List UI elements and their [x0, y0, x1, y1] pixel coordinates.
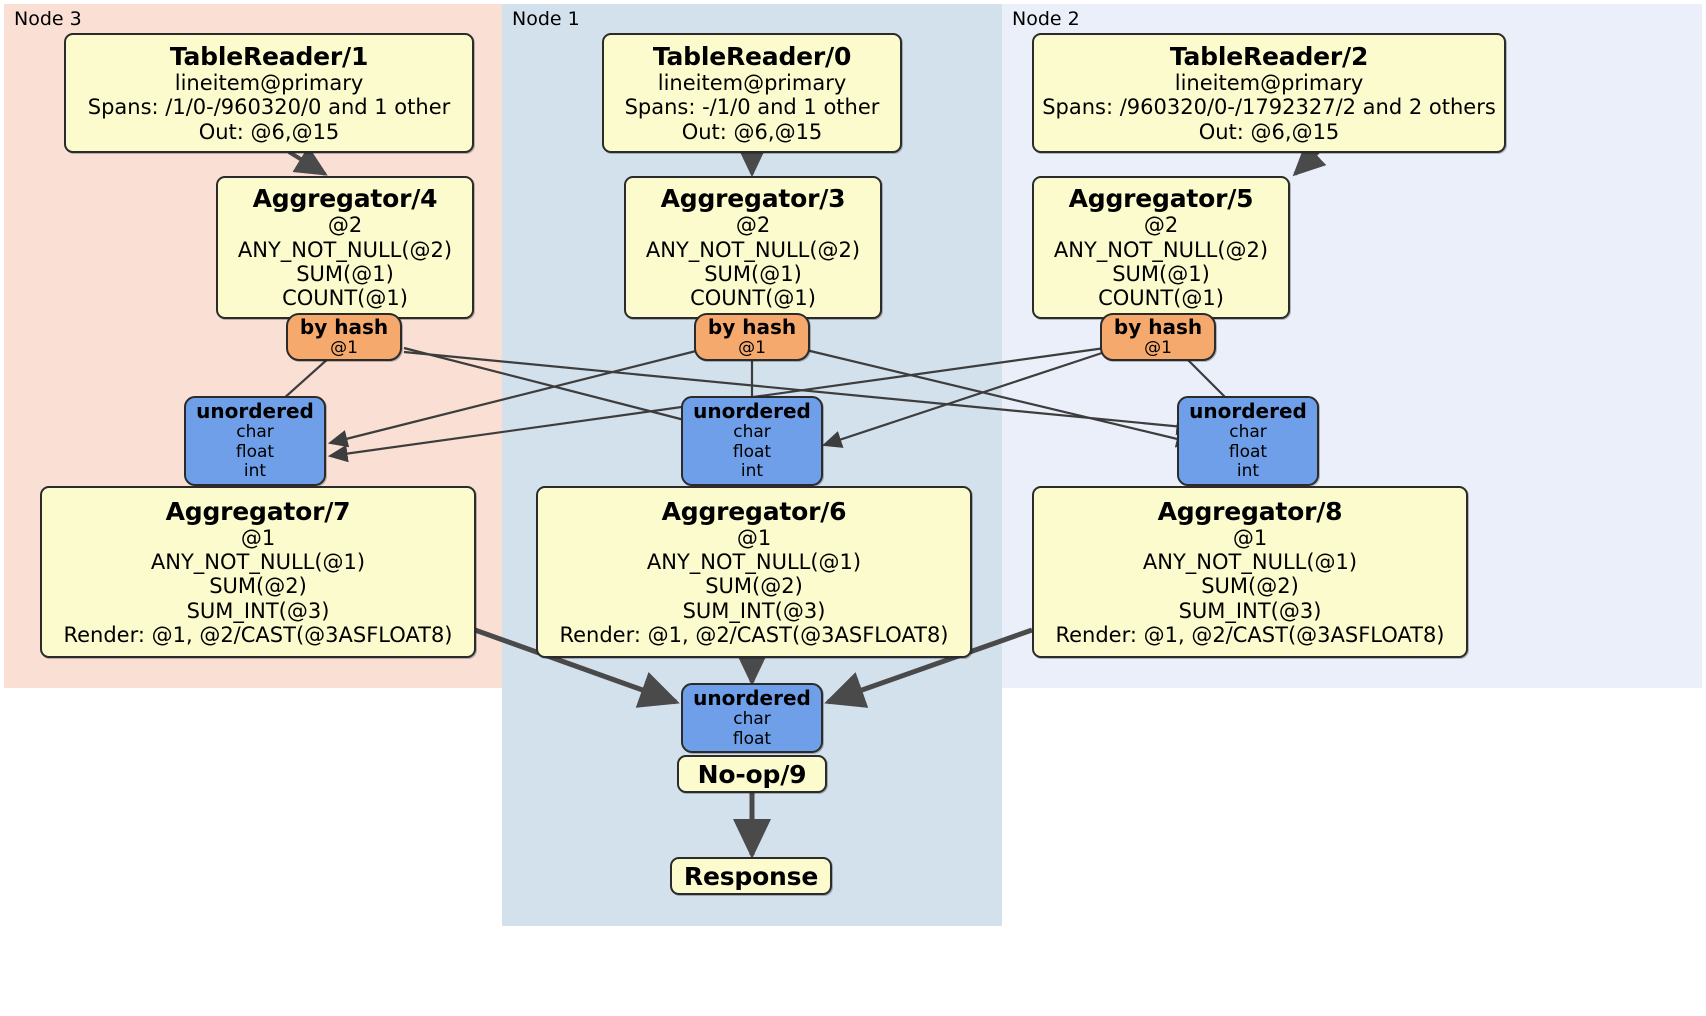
- processor-detail-line: Spans: -/1/0 and 1 other: [624, 95, 880, 120]
- processor-detail-line: Out: @6,@15: [198, 119, 340, 144]
- processor-detail-line: Render: @1, @2/CAST(@3ASFLOAT8): [559, 623, 949, 648]
- processor-detail-line: @1: [736, 525, 772, 550]
- synchronizer-type-line: float: [1228, 441, 1268, 462]
- processor-detail-line: ANY_NOT_NULL(@1): [646, 549, 862, 574]
- processor-detail-line: SUM(@2): [209, 574, 307, 599]
- synchronizer-type-line: char: [733, 708, 771, 729]
- processor-detail-line: Out: @6,@15: [681, 119, 823, 144]
- router-detail: @1: [330, 337, 358, 358]
- processor-tablereader-1[interactable]: TableReader/1 lineitem@primary Spans: /1…: [64, 33, 474, 153]
- processor-detail-line: ANY_NOT_NULL(@2): [237, 237, 453, 262]
- processor-detail-line: Spans: /960320/0-/1792327/2 and 2 others: [1042, 95, 1496, 120]
- processor-title: TableReader/2: [1169, 41, 1369, 71]
- synchronizer-title: unordered: [693, 685, 811, 710]
- synchronizer-title: unordered: [693, 398, 811, 423]
- processor-no-op-9[interactable]: No-op/9: [677, 755, 827, 793]
- processor-detail-line: ANY_NOT_NULL(@1): [150, 549, 366, 574]
- synchronizer-unordered-aggregator-8[interactable]: unordered char float int: [1177, 396, 1319, 486]
- processor-aggregator-6[interactable]: Aggregator/6 @1 ANY_NOT_NULL(@1) SUM(@2)…: [536, 486, 972, 658]
- processor-aggregator-7[interactable]: Aggregator/7 @1 ANY_NOT_NULL(@1) SUM(@2)…: [40, 486, 476, 658]
- router-by-hash-aggregator-4[interactable]: by hash @1: [286, 313, 402, 361]
- processor-title: Response: [683, 861, 819, 891]
- processor-detail-line: COUNT(@1): [1098, 286, 1224, 311]
- processor-detail-line: SUM(@1): [704, 262, 802, 286]
- processor-detail-line: lineitem@primary: [657, 70, 847, 95]
- processor-detail-line: ANY_NOT_NULL(@2): [645, 237, 861, 262]
- synchronizer-type-line: float: [732, 441, 772, 462]
- processor-detail-line: @1: [1232, 525, 1268, 550]
- router-title: by hash: [707, 314, 797, 339]
- processor-detail-line: Out: @6,@15: [1198, 119, 1340, 144]
- processor-title: No-op/9: [697, 759, 807, 789]
- synchronizer-unordered-aggregator-7[interactable]: unordered char float int: [184, 396, 326, 486]
- processor-aggregator-4[interactable]: Aggregator/4 @2 ANY_NOT_NULL(@2) SUM(@1)…: [216, 176, 474, 319]
- processor-detail-line: SUM(@2): [705, 574, 803, 599]
- processor-title: Aggregator/6: [661, 496, 847, 526]
- router-title: by hash: [299, 314, 389, 339]
- synchronizer-title: unordered: [1189, 398, 1307, 423]
- processor-title: Aggregator/4: [252, 184, 438, 214]
- synchronizer-title: unordered: [196, 398, 314, 423]
- processor-detail-line: COUNT(@1): [282, 286, 408, 311]
- processor-title: TableReader/1: [169, 41, 369, 71]
- processor-detail-line: lineitem@primary: [1174, 70, 1364, 95]
- synchronizer-type-line: float: [235, 441, 275, 462]
- synchronizer-unordered-final[interactable]: unordered char float: [681, 683, 823, 753]
- processor-detail-line: SUM_INT(@3): [186, 598, 330, 623]
- processor-detail-line: Render: @1, @2/CAST(@3ASFLOAT8): [1055, 623, 1445, 648]
- processor-detail-line: SUM_INT(@3): [1178, 598, 1322, 623]
- processor-aggregator-5[interactable]: Aggregator/5 @2 ANY_NOT_NULL(@2) SUM(@1)…: [1032, 176, 1290, 319]
- synchronizer-type-line: char: [236, 422, 274, 443]
- processor-detail-line: @2: [1143, 213, 1179, 238]
- processor-title: Aggregator/7: [165, 496, 351, 526]
- processor-tablereader-0[interactable]: TableReader/0 lineitem@primary Spans: -/…: [602, 33, 902, 153]
- processor-detail-line: SUM(@1): [296, 262, 394, 286]
- processor-response[interactable]: Response: [670, 857, 832, 895]
- processor-detail-line: @2: [735, 213, 771, 238]
- synchronizer-type-line: int: [740, 461, 764, 482]
- router-detail: @1: [1144, 337, 1172, 358]
- processor-detail-line: SUM_INT(@3): [682, 598, 826, 623]
- node-panel-label-node-2: Node 2: [1012, 8, 1080, 30]
- processor-detail-line: @2: [327, 213, 363, 238]
- processor-detail-line: SUM(@1): [1112, 262, 1210, 286]
- processor-title: TableReader/0: [652, 41, 852, 71]
- router-by-hash-aggregator-3[interactable]: by hash @1: [694, 313, 810, 361]
- node-panel-label-node-1: Node 1: [512, 8, 580, 30]
- synchronizer-type-line: char: [733, 422, 771, 443]
- synchronizer-unordered-aggregator-6[interactable]: unordered char float int: [681, 396, 823, 486]
- processor-title: Aggregator/5: [1068, 184, 1254, 214]
- processor-aggregator-8[interactable]: Aggregator/8 @1 ANY_NOT_NULL(@1) SUM(@2)…: [1032, 486, 1468, 658]
- processor-detail-line: @1: [240, 525, 276, 550]
- router-detail: @1: [738, 337, 766, 358]
- synchronizer-type-line: char: [1229, 422, 1267, 443]
- processor-aggregator-3[interactable]: Aggregator/3 @2 ANY_NOT_NULL(@2) SUM(@1)…: [624, 176, 882, 319]
- processor-detail-line: SUM(@2): [1201, 574, 1299, 599]
- router-title: by hash: [1113, 314, 1203, 339]
- synchronizer-type-line: int: [243, 461, 267, 482]
- synchronizer-type-line: float: [732, 728, 772, 749]
- processor-title: Aggregator/3: [660, 184, 846, 214]
- processor-detail-line: ANY_NOT_NULL(@1): [1142, 549, 1358, 574]
- processor-detail-line: Spans: /1/0-/960320/0 and 1 other: [87, 95, 451, 120]
- processor-detail-line: COUNT(@1): [690, 286, 816, 311]
- router-by-hash-aggregator-5[interactable]: by hash @1: [1100, 313, 1216, 361]
- node-panel-label-node-3: Node 3: [14, 8, 82, 30]
- processor-detail-line: lineitem@primary: [174, 70, 364, 95]
- synchronizer-type-line: int: [1236, 461, 1260, 482]
- processor-title: Aggregator/8: [1157, 496, 1343, 526]
- processor-detail-line: Render: @1, @2/CAST(@3ASFLOAT8): [63, 623, 453, 648]
- processor-tablereader-2[interactable]: TableReader/2 lineitem@primary Spans: /9…: [1032, 33, 1506, 153]
- processor-detail-line: ANY_NOT_NULL(@2): [1053, 237, 1269, 262]
